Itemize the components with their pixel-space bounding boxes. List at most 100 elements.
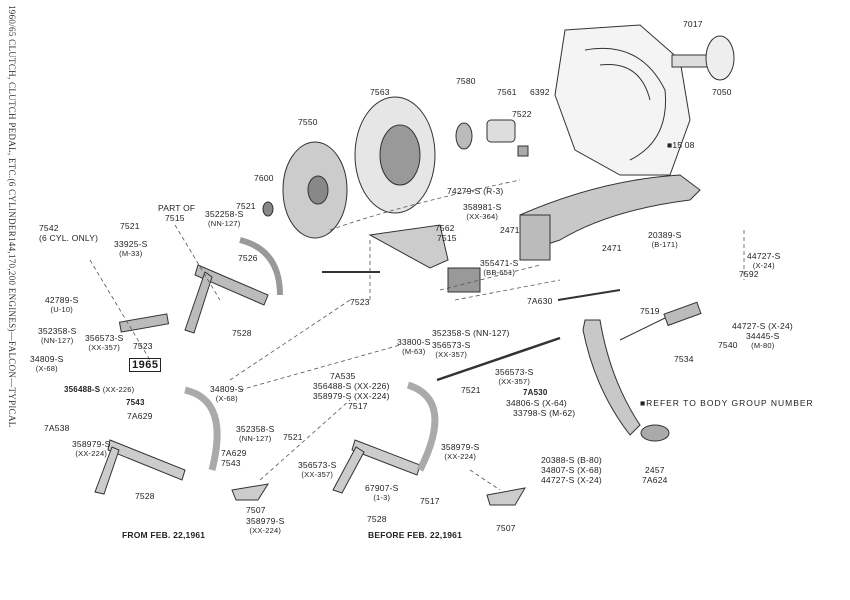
label-7543-b: 7543 — [221, 458, 241, 468]
label-358979-center: 358979-S (XX-224) — [313, 391, 390, 401]
part-code: (XX-224) — [444, 452, 477, 461]
label-7a630: 7A630 — [527, 296, 553, 306]
part-code: (XX-224) — [249, 526, 282, 535]
year-box-1965: 1965 — [129, 358, 162, 372]
part-number: 20389-S — [648, 230, 682, 240]
part-code: (U-10) — [50, 305, 73, 314]
crossmember-drawing — [519, 174, 701, 261]
part-number: 355471-S — [480, 258, 519, 268]
part-number: 356573-S — [85, 333, 124, 343]
part-code: (NN-127) — [41, 336, 74, 345]
label-7507-b: 7507 — [496, 523, 516, 533]
part-number: 42789-S — [45, 295, 79, 305]
label-7600: 7600 — [254, 173, 274, 183]
label-33800: 33800-S (M-63) — [397, 338, 431, 357]
label-356488-center: 356488-S (XX-226) — [313, 381, 390, 391]
part-code: (1-3) — [373, 493, 391, 502]
part-number: 34809-S — [30, 354, 64, 364]
part-code: (X-68) — [35, 364, 58, 373]
label-7521-right: 7521 — [461, 385, 481, 395]
label-401508: ■15 08 — [667, 140, 695, 150]
part-code: (XX-357) — [435, 350, 468, 359]
label-7515-a: 7515 — [437, 233, 457, 243]
label-6392: 6392 — [530, 87, 550, 97]
equalizer-before-1961-drawing — [332, 381, 439, 494]
label-7a629-a: 7A629 — [127, 411, 153, 421]
label-7519: 7519 — [640, 306, 660, 316]
label-352358-right: 352358-S (NN-127) — [432, 328, 510, 338]
clutch-housing-drawing — [554, 24, 691, 176]
part-code: (XX-357) — [498, 377, 531, 386]
label-74279: 74279-S (R-3) — [447, 186, 504, 196]
label-2471-a: 2471 — [500, 225, 520, 235]
part-code: (BB-651) — [483, 268, 516, 277]
part-number: 34445-S — [746, 331, 780, 341]
label-7a535: 7A535 — [330, 371, 356, 381]
label-7521-center: 7521 — [283, 432, 303, 442]
label-352358-center: 352358-S (NN-127) — [236, 424, 275, 444]
label-7580: 7580 — [456, 76, 476, 86]
label-352358-left: 352358-S (NN-127) — [38, 327, 76, 346]
label-2471-b: 2471 — [602, 243, 622, 253]
label-358979-bottom: 358979-S (XX-224) — [246, 516, 285, 536]
part-number: 356573-S — [432, 340, 471, 350]
label-7a629-b: 7A629 — [221, 448, 247, 458]
label-7521-top: 7521 — [236, 201, 256, 211]
label-7550: 7550 — [298, 117, 318, 127]
pressure-plate-drawing — [354, 96, 436, 214]
part-number: 33925-S — [114, 239, 148, 249]
label-352258-top: 352258-S (NN-127) — [205, 209, 244, 229]
label-356573-left: 356573-S (XX-357) — [85, 333, 124, 353]
part-number: 352358-S — [236, 424, 275, 434]
label-7592: 7592 — [739, 269, 759, 279]
part-number: 358979-S — [72, 439, 111, 449]
clutch-disc-drawing — [282, 141, 348, 239]
label-7517-a: 7517 — [348, 401, 368, 411]
label-7a538: 7A538 — [44, 423, 70, 433]
label-34806: 34806-S (X-64) — [506, 398, 567, 408]
label-7a624: 7A624 — [642, 475, 668, 485]
label-7017: 7017 — [683, 19, 703, 29]
label-7521-left: 7521 — [120, 221, 140, 231]
caption-before-feb-1961: BEFORE FEB. 22,1961 — [368, 530, 463, 540]
label-356573-right-a: 356573-S (XX-357) — [432, 340, 471, 360]
label-356488-left: 356488-S (XX-226) — [64, 385, 134, 394]
label-7517-b: 7517 — [420, 496, 440, 506]
label-358979-right: 358979-S (XX-224) — [441, 443, 479, 462]
part-number: 352258-S — [205, 209, 244, 219]
label-33925: 33925-S (M-33) — [114, 239, 148, 259]
label-7528-c: 7528 — [367, 514, 387, 524]
part-code: (XX-224) — [75, 449, 108, 458]
part-code: (XX-357) — [301, 470, 334, 479]
caption-from-feb-1961: FROM FEB. 22,1961 — [122, 530, 206, 540]
label-7526: 7526 — [238, 253, 258, 263]
label-7523-b: 7523 — [133, 341, 153, 351]
label-7a530: 7A530 — [523, 388, 548, 397]
part-number: 67907-S — [365, 483, 399, 493]
label-7563: 7563 — [370, 87, 390, 97]
part-number: 356573-S — [298, 460, 337, 470]
label-20388: 20388-S (B-80) — [541, 455, 602, 465]
label-7561: 7561 — [497, 87, 517, 97]
part-number: 358979-S — [246, 516, 285, 526]
release-bearing-drawing — [455, 122, 473, 150]
part-number: 44727-S — [747, 251, 781, 261]
part-code: (B-171) — [651, 240, 678, 249]
label-42789: 42789-S (U-10) — [45, 295, 79, 315]
part-code: (X-24) — [752, 261, 775, 270]
label-356573-center: 356573-S (XX-357) — [298, 460, 337, 480]
label-44727-mid: 44727-S (X-24) — [732, 321, 793, 331]
part-code: (M-63) — [402, 347, 426, 356]
label-7542-note: (6 CYL. ONLY) — [39, 233, 99, 243]
label-356573-right-b: 356573-S (XX-357) — [495, 368, 533, 387]
refer-body-group-note: ■REFER TO BODY GROUP NUMBER — [640, 398, 814, 408]
part-code: (M-80) — [751, 341, 775, 350]
label-44727-top: 44727-S (X-24) — [747, 251, 781, 271]
label-358979-left: 358979-S (XX-224) — [72, 439, 111, 459]
label-7534: 7534 — [674, 354, 694, 364]
equalizer-1965-drawing — [184, 237, 283, 334]
label-7523-a: 7523 — [350, 297, 370, 307]
label-67907: 67907-S (1-3) — [365, 483, 399, 503]
